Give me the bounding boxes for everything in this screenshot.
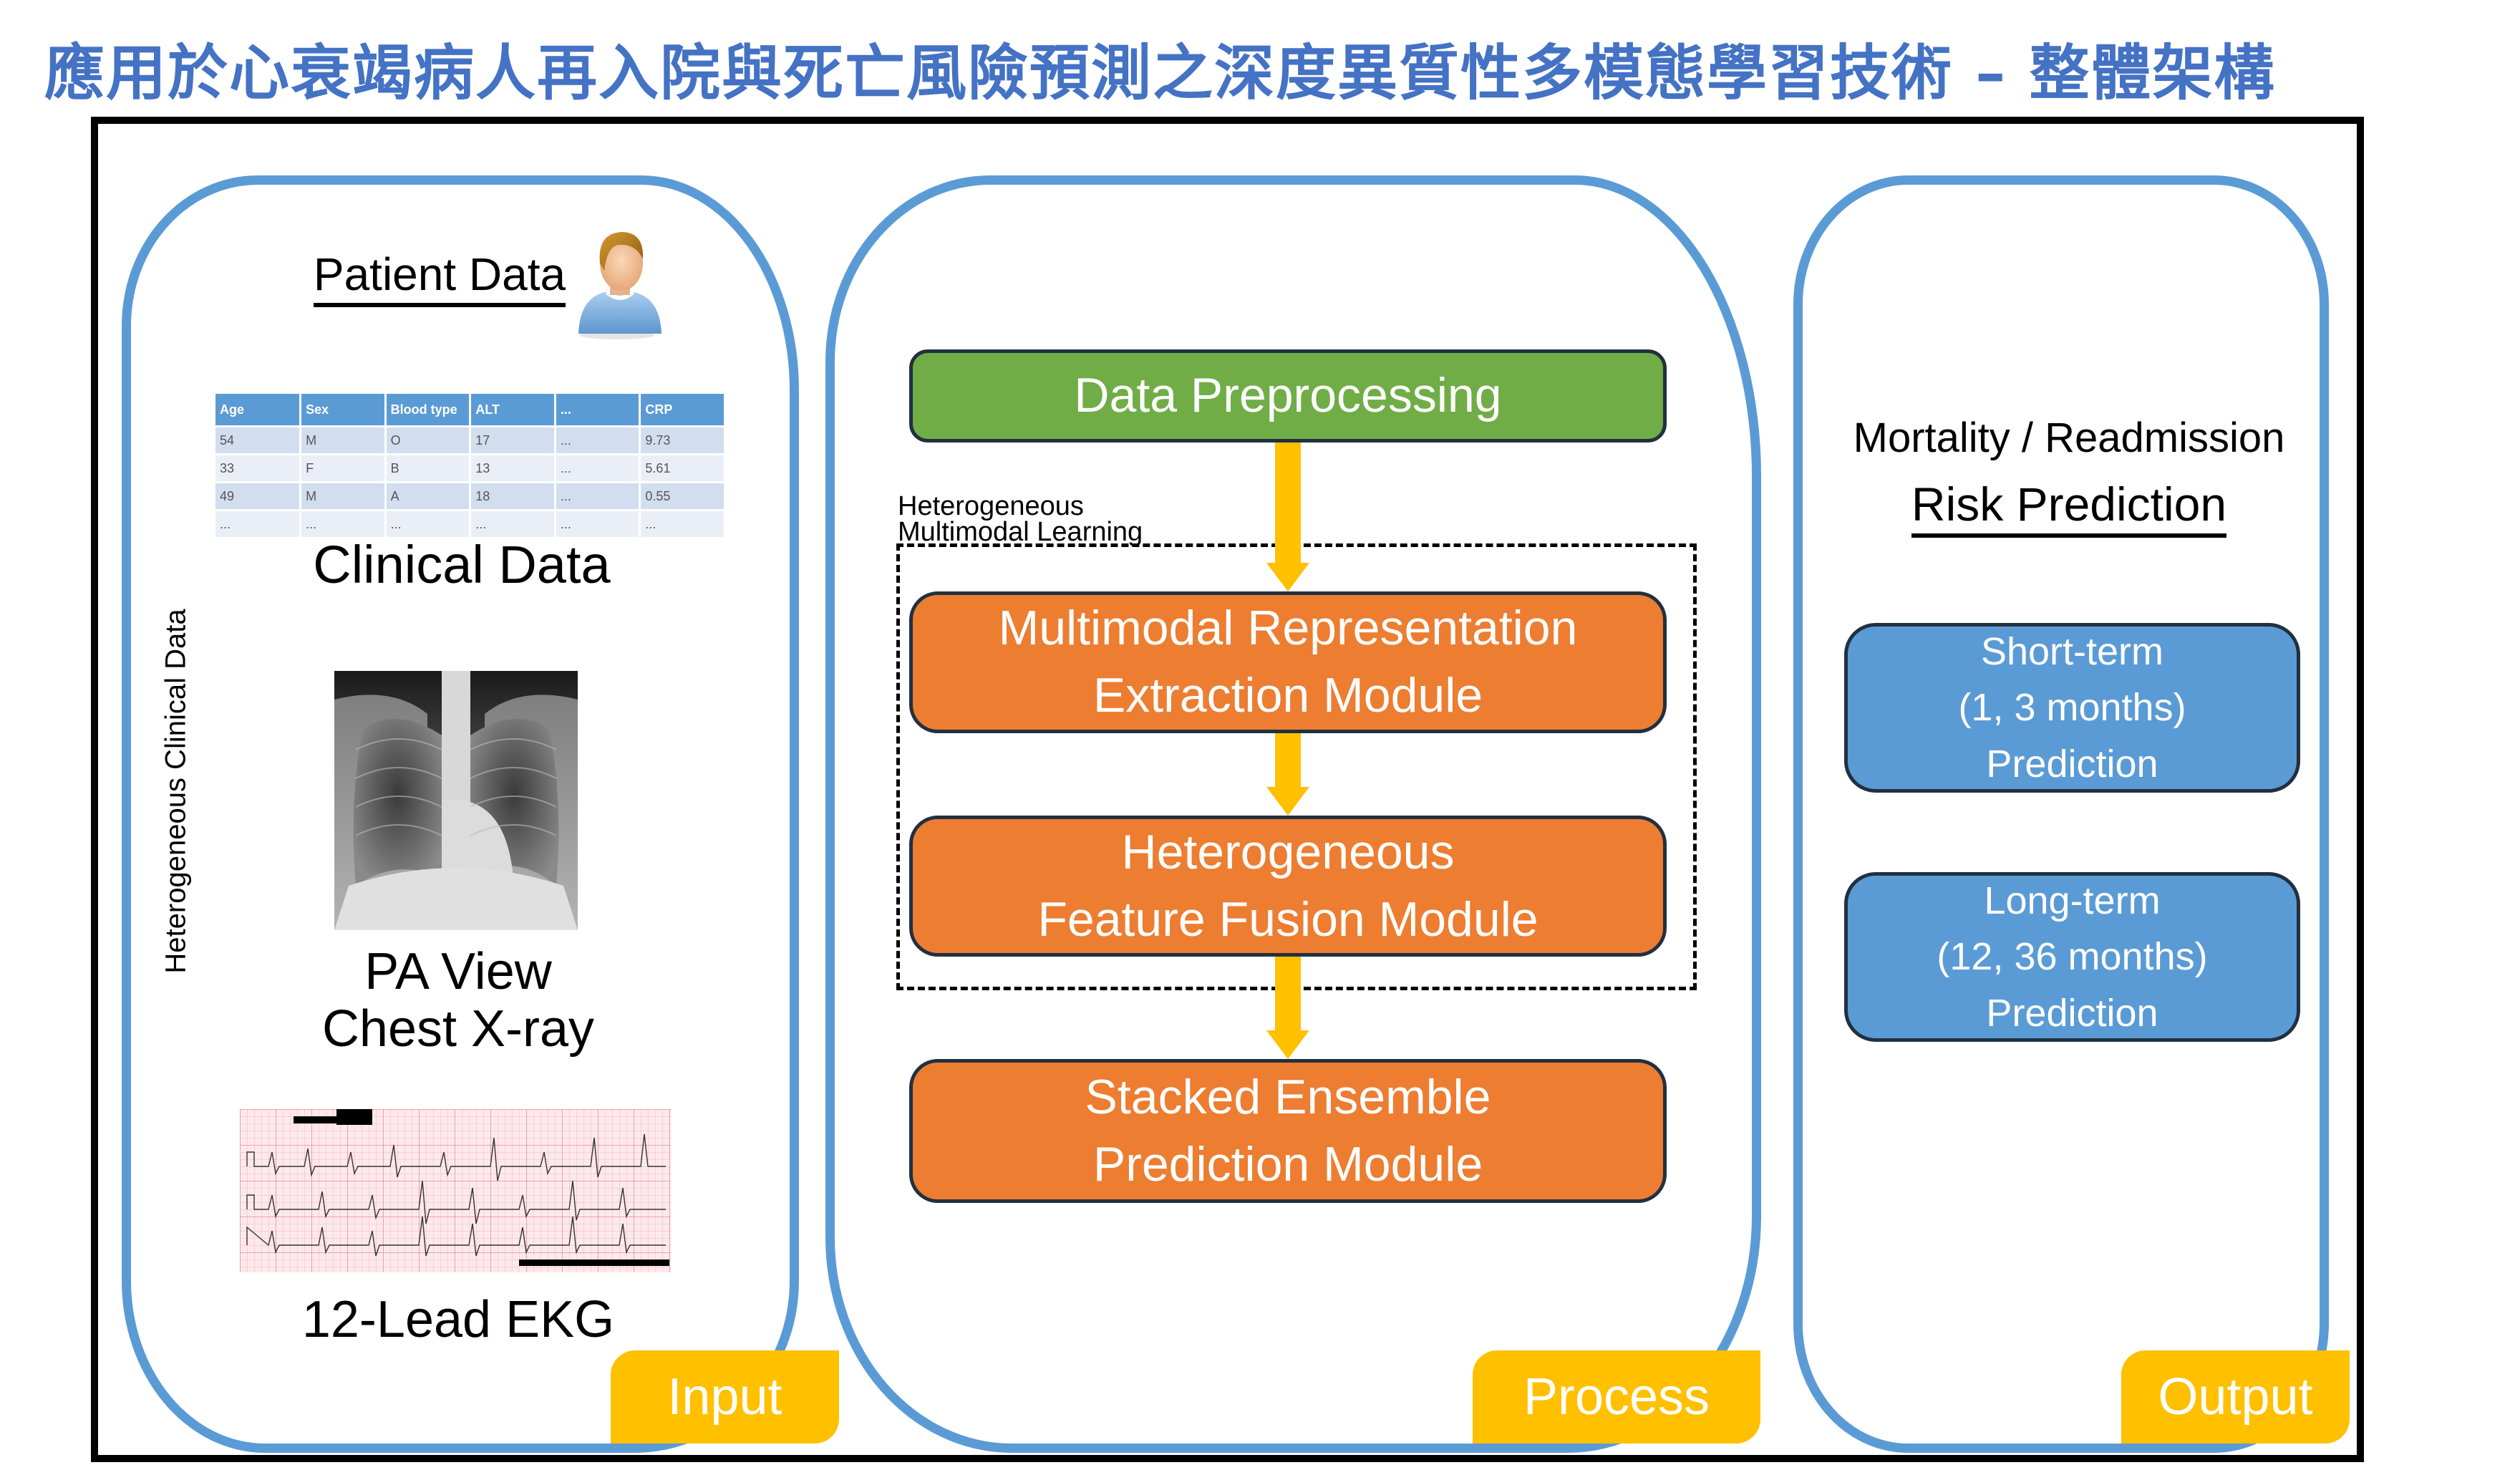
table-header-row: Age Sex Blood type ALT ... CRP xyxy=(215,394,726,427)
representation-extraction-module-box: Multimodal Representation Extraction Mod… xyxy=(909,591,1667,733)
patient-avatar-icon xyxy=(578,232,662,339)
patient-data-heading: Patient Data xyxy=(310,248,569,307)
arrow-down-icon xyxy=(1266,787,1309,816)
table-cell: 49 xyxy=(215,481,302,511)
xray-caption-line1: PA View xyxy=(364,943,552,1000)
output-heading-line2-wrapper: Risk Prediction xyxy=(1833,478,2305,538)
feature-fusion-module-box: Heterogeneous Feature Fusion Module xyxy=(909,816,1667,957)
table-cell: M xyxy=(300,481,387,511)
table-cell: 54 xyxy=(215,425,302,455)
table-cell: 18 xyxy=(470,481,556,511)
module-label-line1: Stacked Ensemble xyxy=(1085,1069,1491,1124)
arrow-extraction-to-fusion xyxy=(1266,733,1309,816)
prediction-label-line1: Short-term xyxy=(1980,630,2164,674)
table-cell: ... xyxy=(555,509,641,537)
module-label-line2: Feature Fusion Module xyxy=(1037,891,1538,947)
arrow-shaft xyxy=(1275,733,1301,787)
table-cell: ... xyxy=(470,509,556,537)
table-cell: ... xyxy=(555,425,641,455)
prediction-label-line1: Long-term xyxy=(1984,879,2161,923)
prediction-label-line3: Prediction xyxy=(1986,991,2158,1035)
table-row: 33 F B 13 ... 5.61 xyxy=(215,453,726,483)
data-preprocessing-label: Data Preprocessing xyxy=(1074,368,1502,423)
arrow-shaft xyxy=(1275,443,1301,563)
table-cell: M xyxy=(300,425,387,455)
prediction-label-line3: Prediction xyxy=(1986,742,2158,785)
long-term-prediction-box: Long-term (12, 36 months) Prediction xyxy=(1844,872,2300,1042)
module-label-line1: Multimodal Representation xyxy=(998,601,1578,656)
table-cell: ... xyxy=(555,481,641,511)
process-tag: Process xyxy=(1473,1350,1760,1444)
prediction-label-line2: (1, 3 months) xyxy=(1958,686,2186,730)
table-header-cell: CRP xyxy=(639,394,726,427)
clinical-data-caption: Clinical Data xyxy=(313,535,611,594)
output-tag: Output xyxy=(2121,1350,2350,1444)
outer-frame xyxy=(91,117,2364,1462)
module-label-line2: Extraction Module xyxy=(1092,668,1483,722)
table-cell: ... xyxy=(555,453,641,483)
arrow-shaft xyxy=(1275,957,1301,1030)
ekg-image xyxy=(240,1109,671,1272)
data-preprocessing-box: Data Preprocessing xyxy=(909,349,1667,443)
stacked-ensemble-module-box: Stacked Ensemble Prediction Module xyxy=(909,1059,1667,1203)
output-panel xyxy=(1793,175,2329,1453)
table-header-cell: ALT xyxy=(470,394,556,427)
table-cell: A xyxy=(385,481,472,511)
table-row: 54 M O 17 ... 9.73 xyxy=(215,425,726,455)
table-cell: ... xyxy=(300,509,387,537)
output-heading-line1: Mortality / Readmission xyxy=(1853,415,2285,461)
diagram-title: 應用於心衰竭病人再入院與死亡風險預測之深度異質性多模態學習技術 – 整體架構 xyxy=(44,37,2276,108)
xray-caption-line2: Chest X-ray xyxy=(321,1000,595,1058)
table-cell: B xyxy=(385,453,472,483)
heterogeneous-clinical-data-label: Heterogeneous Clinical Data xyxy=(160,609,192,974)
table-cell: 13 xyxy=(470,453,556,483)
patient-data-label: Patient Data xyxy=(313,248,566,307)
table-cell: ... xyxy=(215,509,302,537)
table-cell: 9.73 xyxy=(639,425,726,455)
clinical-data-table: Age Sex Blood type ALT ... CRP 54 M O 17… xyxy=(215,394,726,537)
arrow-fusion-to-ensemble xyxy=(1266,957,1309,1059)
table-cell: F xyxy=(300,453,387,483)
table-cell: 33 xyxy=(215,453,302,483)
table-cell: 0.55 xyxy=(639,481,726,511)
short-term-prediction-box: Short-term (1, 3 months) Prediction xyxy=(1844,623,2300,793)
clinical-data-table-wrapper: Age Sex Blood type ALT ... CRP 54 M O 17… xyxy=(215,394,726,537)
table-cell: 17 xyxy=(470,425,556,455)
arrow-preprocess-to-extraction xyxy=(1266,443,1309,591)
input-tag: Input xyxy=(611,1350,839,1444)
table-header-cell: Sex xyxy=(300,394,387,427)
group-label-line2: Multimodal Learning xyxy=(898,517,1143,547)
module-label-line2: Prediction Module xyxy=(1092,1136,1483,1191)
arrow-down-icon xyxy=(1266,563,1309,591)
table-cell: 5.61 xyxy=(639,453,726,483)
chest-xray-image xyxy=(334,671,578,930)
table-header-cell: ... xyxy=(555,394,641,427)
table-row: ... ... ... ... ... ... xyxy=(215,509,726,537)
table-cell: ... xyxy=(385,509,472,537)
prediction-label-line2: (12, 36 months) xyxy=(1937,935,2208,979)
table-cell: O xyxy=(385,425,472,455)
table-header-cell: Blood type xyxy=(385,394,472,427)
table-header-cell: Age xyxy=(215,394,302,427)
arrow-down-icon xyxy=(1266,1030,1309,1059)
table-cell: ... xyxy=(639,509,726,537)
output-heading-line2: Risk Prediction xyxy=(1911,478,2227,538)
ekg-caption: 12-Lead EKG xyxy=(301,1291,615,1348)
group-label-line1: Heterogeneous xyxy=(898,491,1084,521)
table-row: 49 M A 18 ... 0.55 xyxy=(215,481,726,511)
module-label-line1: Heterogeneous xyxy=(1121,824,1455,879)
